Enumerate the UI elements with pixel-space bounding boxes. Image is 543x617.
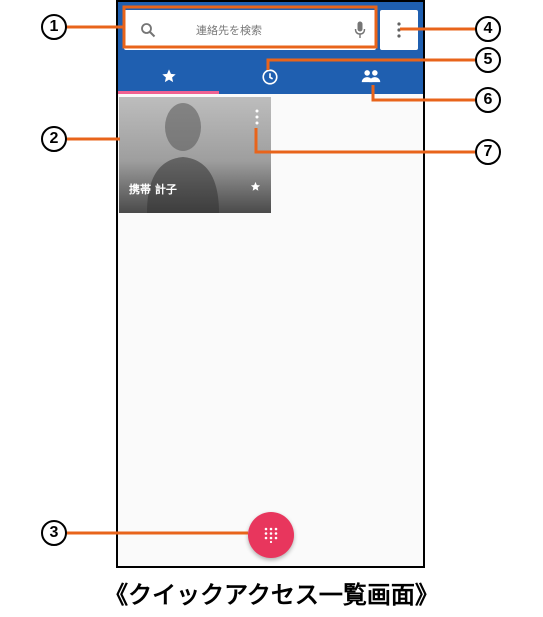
contact-photo [147, 103, 219, 213]
figure-caption: 《クイックアクセス一覧画面》 [104, 582, 439, 609]
callout-2: 2 [41, 126, 67, 152]
tab-recents[interactable] [219, 60, 320, 94]
more-vert-icon [397, 22, 401, 38]
tab-contacts[interactable] [320, 60, 421, 94]
more-vert-icon[interactable] [255, 109, 259, 125]
callout-4: 4 [475, 16, 501, 42]
dialpad-button[interactable] [248, 512, 294, 558]
contact-name: 携帯 計子 [129, 183, 177, 196]
star-icon [250, 181, 261, 191]
search-highlight-box [122, 5, 378, 49]
callout-6: 6 [475, 87, 501, 113]
app-bar: 連絡先を検索 [118, 2, 423, 94]
clock-icon [261, 69, 278, 85]
callout-7: 7 [475, 139, 501, 165]
star-icon [161, 69, 176, 83]
search-bar[interactable]: 連絡先を検索 [124, 10, 376, 50]
callout-3: 3 [41, 520, 67, 546]
dialpad-icon [264, 527, 278, 543]
people-icon [361, 70, 380, 83]
callout-1: 1 [41, 14, 67, 40]
microphone-icon[interactable] [354, 21, 366, 39]
tab-favorites[interactable] [118, 60, 219, 94]
selected-tab-indicator [118, 91, 219, 94]
favorite-contact-tile[interactable]: 携帯 計子 [119, 97, 271, 213]
callout-5: 5 [475, 47, 501, 73]
search-icon [141, 23, 156, 38]
search-placeholder: 連絡先を検索 [196, 24, 262, 37]
